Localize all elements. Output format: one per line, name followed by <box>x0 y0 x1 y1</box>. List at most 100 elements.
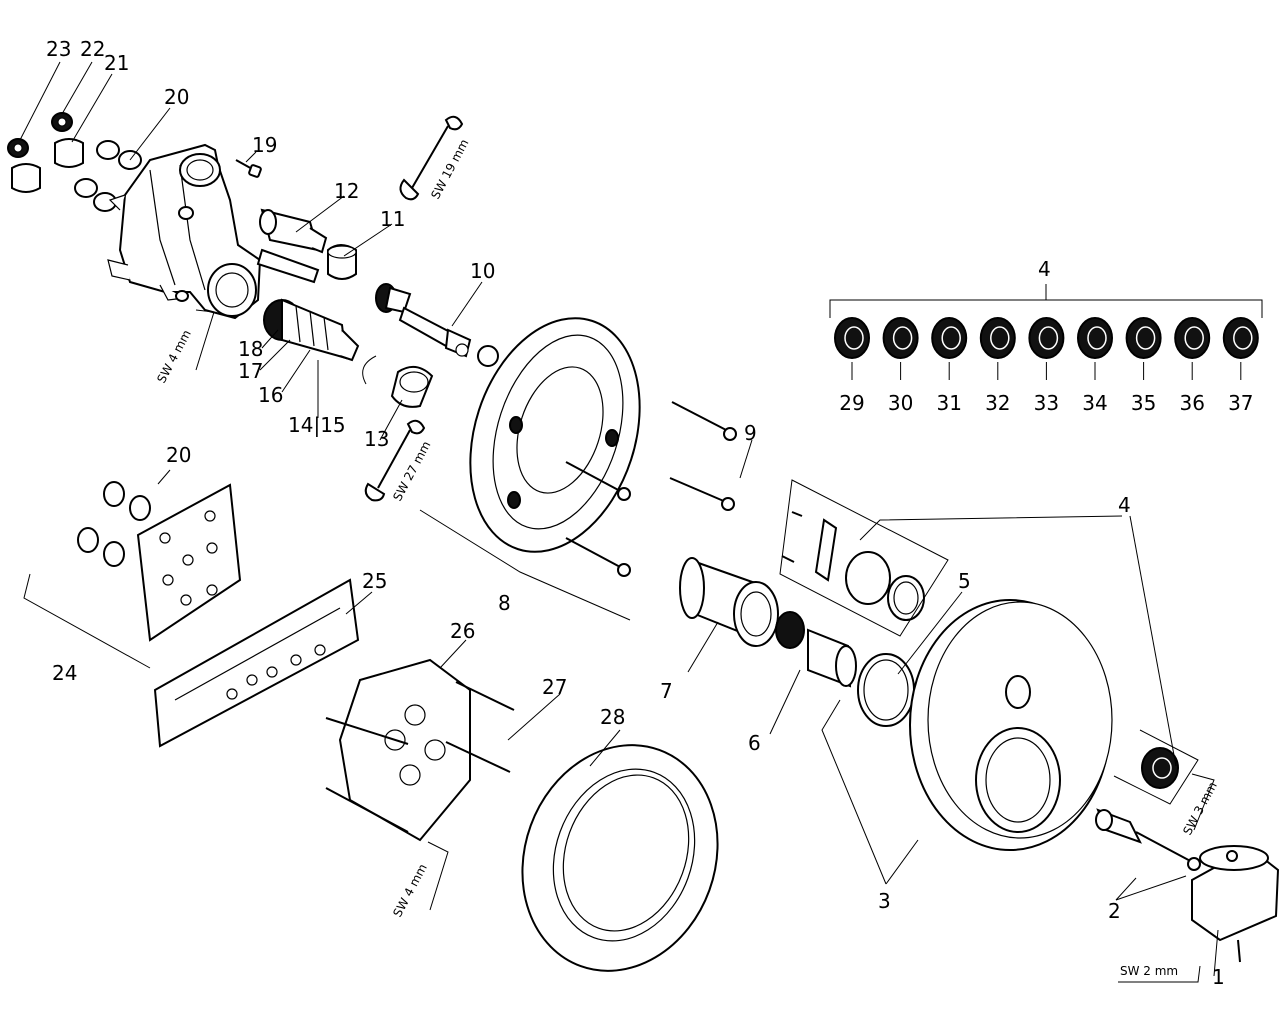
clip-14-15 <box>362 355 377 385</box>
allen-key-sw4-top <box>195 309 215 371</box>
label-sw3: SW 3 mm <box>1180 780 1220 838</box>
cap-11 <box>327 244 357 280</box>
plaster-guard-26-27 <box>325 658 515 842</box>
button-insert-right <box>1141 747 1179 789</box>
variant-knob-35 <box>1125 317 1162 359</box>
callout-10: 10 <box>470 259 495 283</box>
sleeve-7 <box>679 557 779 647</box>
allen-key-sw4-bottom <box>427 841 449 911</box>
variant-button-33: 33 <box>1028 317 1065 415</box>
callout-13: 13 <box>364 427 389 451</box>
mounting-frame-8 <box>469 317 641 553</box>
variant-knob-30 <box>882 317 919 359</box>
variant-button-31: 31 <box>931 317 968 415</box>
callout-20-top: 20 <box>164 85 189 109</box>
variant-symbol-32 <box>990 326 1010 350</box>
callout-5: 5 <box>958 569 971 593</box>
callout-3: 3 <box>878 889 891 913</box>
variant-symbol-29 <box>844 326 864 350</box>
o-rings-20-top <box>74 140 142 212</box>
callout-27: 27 <box>542 675 567 699</box>
variant-symbol-37 <box>1233 326 1253 350</box>
screws-9 <box>565 401 737 577</box>
variant-button-29: 29 <box>834 317 870 415</box>
trim-plate-3 <box>909 599 1113 851</box>
callout-26: 26 <box>450 619 475 643</box>
leader-lines <box>19 61 1219 977</box>
extension-2 <box>1095 808 1201 871</box>
wrench-sw19 <box>399 115 464 201</box>
escutcheon-ring-28 <box>521 744 719 972</box>
callout-18: 18 <box>238 337 263 361</box>
variant-button-30: 30 <box>882 317 919 415</box>
template-25 <box>153 578 360 748</box>
variant-knob-36 <box>1174 317 1211 359</box>
variant-symbol-33 <box>1038 326 1059 350</box>
callout-8: 8 <box>498 591 511 615</box>
label-sw2: SW 2 mm <box>1120 964 1178 978</box>
variant-knob-34 <box>1077 317 1113 359</box>
cartridge-12 <box>256 208 328 284</box>
variant-knob-37 <box>1222 317 1259 359</box>
variant-knob-31 <box>931 317 968 359</box>
callout-20-mid: 20 <box>166 443 191 467</box>
variant-knob-32 <box>979 317 1016 359</box>
variant-symbol-35 <box>1135 326 1156 350</box>
callout-31: 31 <box>936 391 961 415</box>
allen-key-sw2 <box>1118 965 1201 983</box>
callout-4-top: 4 <box>1038 257 1051 281</box>
callout-numbers: 1 2 3 4 4 5 6 7 8 9 10 11 12 13 14|15 16… <box>46 37 1225 989</box>
callout-32: 32 <box>985 391 1010 415</box>
variant-button-36: 36 <box>1174 317 1211 415</box>
variant-symbol-34 <box>1087 326 1107 350</box>
callout-22: 22 <box>80 37 105 61</box>
label-sw27: SW 27 mm <box>390 439 433 504</box>
callout-17: 17 <box>238 359 263 383</box>
group-5 <box>781 511 925 621</box>
callout-16: 16 <box>258 383 283 407</box>
variant-symbol-36 <box>1184 326 1204 350</box>
callout-19: 19 <box>252 133 277 157</box>
variant-button-34: 34 <box>1077 317 1113 415</box>
callout-36: 36 <box>1179 391 1204 415</box>
variant-knob-33 <box>1028 317 1065 359</box>
callout-30: 30 <box>888 391 913 415</box>
fitting-23 <box>7 138 41 193</box>
cartridge-16-18 <box>263 298 360 362</box>
label-sw4-top: SW 4 mm <box>154 328 194 386</box>
valve-body <box>107 143 262 320</box>
callout-28: 28 <box>600 705 625 729</box>
variant-symbol-31 <box>941 326 961 350</box>
spindle-10 <box>375 283 499 367</box>
callout-23: 23 <box>46 37 71 61</box>
allen-key-sw3 <box>1191 773 1215 831</box>
variant-symbol-30 <box>892 326 913 350</box>
label-sw19: SW 19 mm <box>428 137 471 202</box>
fitting-22 <box>51 112 84 168</box>
callout-24: 24 <box>52 661 77 685</box>
callout-7: 7 <box>660 679 673 703</box>
callout-14-15: 14|15 <box>288 413 346 437</box>
variant-button-35: 35 <box>1125 317 1162 415</box>
plate-24 <box>136 483 242 642</box>
callout-34: 34 <box>1082 391 1107 415</box>
bracket-4 <box>829 284 1263 318</box>
handle-1 <box>1191 845 1280 963</box>
callout-4-right: 4 <box>1118 493 1131 517</box>
screw-19 <box>235 159 262 178</box>
callout-33: 33 <box>1034 391 1059 415</box>
variant-knob-29 <box>834 317 870 359</box>
callout-9: 9 <box>744 421 757 445</box>
callout-29: 29 <box>839 391 864 415</box>
o-rings-20-mid <box>77 481 151 567</box>
ring-nut-13 <box>390 365 434 408</box>
callout-2: 2 <box>1108 899 1121 923</box>
callout-1: 1 <box>1212 965 1225 989</box>
callout-37: 37 <box>1228 391 1253 415</box>
variant-button-37: 37 <box>1222 317 1259 415</box>
callout-35: 35 <box>1131 391 1156 415</box>
callout-21: 21 <box>104 51 129 75</box>
callout-25: 25 <box>362 569 387 593</box>
